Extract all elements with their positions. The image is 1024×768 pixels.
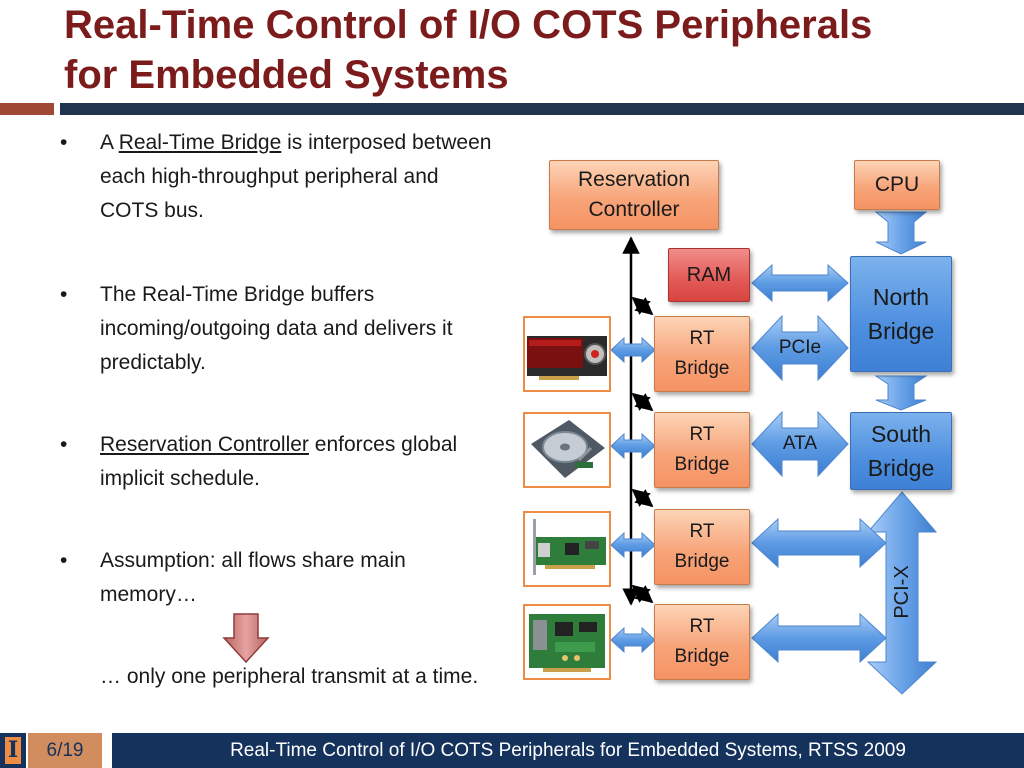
ata-arrow (751, 410, 849, 478)
bullet-real-time-bridge: • A Real-Time Bridge is interposed betwe… (60, 126, 500, 228)
ata-label: ATA (782, 433, 818, 454)
south-bridge-line-2: Bridge (867, 455, 935, 481)
bullet-assumption: • Assumption: all flows share main memor… (60, 544, 500, 612)
down-arrow-icon (222, 613, 270, 664)
north-bridge-line-1: North (872, 284, 930, 310)
university-logo-icon: I (5, 737, 21, 764)
rt-bridge-2-line-2: Bridge (674, 454, 730, 475)
bullet-1-text: is interposed between each high-throughp… (100, 131, 492, 222)
slide-title-line-2: for Embedded Systems (64, 53, 509, 97)
cpu-north-bridge-arrow (874, 211, 928, 255)
control-arrow-1 (631, 296, 654, 316)
logo-badge: I (0, 733, 26, 768)
rt-bridge-4-line-1: RT (689, 616, 715, 637)
bullet-1-term: Real-Time Bridge (118, 131, 282, 154)
title-rule (60, 103, 1024, 115)
network-card-thumbnail (523, 511, 611, 587)
bullet-dot-icon: • (60, 549, 68, 572)
graphics-card-thumbnail (523, 316, 611, 392)
hard-drive-icon (531, 420, 605, 478)
bullet-3-term: Reservation Controller (100, 433, 309, 456)
ram-label: RAM (686, 264, 732, 286)
rt-bridge-4-box: RT Bridge (654, 604, 750, 680)
control-arrow-3 (631, 488, 654, 508)
south-bridge-line-1: South (870, 421, 932, 447)
rt-bridge-3-line-1: RT (689, 521, 715, 542)
rt-bridge-2-line-1: RT (689, 424, 715, 445)
peripheral-4-arrow (610, 626, 656, 654)
rt-bridge-4-pcix-arrow (751, 612, 887, 664)
bullet-dot-icon: • (60, 131, 68, 154)
pcix-label: PCI-X (891, 565, 913, 619)
slide-title-line-1: Real-Time Control of I/O COTS Peripheral… (64, 3, 873, 47)
rt-bridge-2-box: RT Bridge (654, 412, 750, 488)
peripheral-3-arrow (610, 531, 656, 559)
cpu-label: CPU (874, 173, 920, 196)
control-arrow-2 (631, 392, 654, 412)
cpu-box: CPU (854, 160, 940, 210)
pcie-label: PCIe (778, 337, 822, 358)
rt-bridge-4-line-2: Bridge (674, 646, 730, 667)
pcix-bus-arrow (866, 491, 938, 695)
rt-bridge-1-line-1: RT (689, 328, 715, 349)
bullet-2-text: The Real-Time Bridge buffers incoming/ou… (100, 283, 453, 374)
bullet-buffers: • The Real-Time Bridge buffers incoming/… (60, 278, 500, 380)
ram-box: RAM (668, 248, 750, 302)
bullet-dot-icon: • (60, 283, 68, 306)
pcie-arrow (751, 314, 849, 382)
bullet-4-text: Assumption: all flows share main memory… (100, 549, 406, 606)
rt-bridge-3-box: RT Bridge (654, 509, 750, 585)
peripheral-2-arrow (610, 432, 656, 460)
rt-bridge-3-pcix-arrow (751, 517, 887, 569)
slide-title: Real-Time Control of I/O COTS Peripheral… (64, 0, 1004, 100)
graphics-card-icon (527, 336, 607, 380)
hard-drive-thumbnail (523, 412, 611, 488)
rt-bridge-1-line-2: Bridge (674, 358, 730, 379)
io-card-icon (529, 614, 605, 672)
reservation-controller-line-1: Reservation (577, 168, 691, 191)
rt-bridge-1-box: RT Bridge (654, 316, 750, 392)
network-card-icon (533, 519, 606, 575)
io-card-thumbnail (523, 604, 611, 680)
ram-north-bridge-arrow (751, 263, 849, 303)
rt-bridge-3-line-2: Bridge (674, 551, 730, 572)
reservation-controller-line-2: Controller (588, 198, 680, 221)
bullet-dot-icon: • (60, 433, 68, 456)
page-number: 6/19 (28, 733, 102, 768)
north-bridge-line-2: Bridge (867, 318, 935, 344)
conclusion-text: … only one peripheral transmit at a time… (100, 665, 479, 688)
bullet-reservation-controller: • Reservation Controller enforces global… (60, 428, 500, 496)
title-rule-accent (0, 103, 54, 115)
footer-text: Real-Time Control of I/O COTS Peripheral… (112, 733, 1024, 768)
north-south-bridge-arrow (874, 375, 928, 411)
bullet-3-text: enforces global implicit schedule. (100, 433, 458, 490)
control-arrow-4 (631, 584, 654, 604)
bullet-1-prefix: A (100, 131, 119, 154)
peripheral-1-arrow (610, 336, 656, 364)
